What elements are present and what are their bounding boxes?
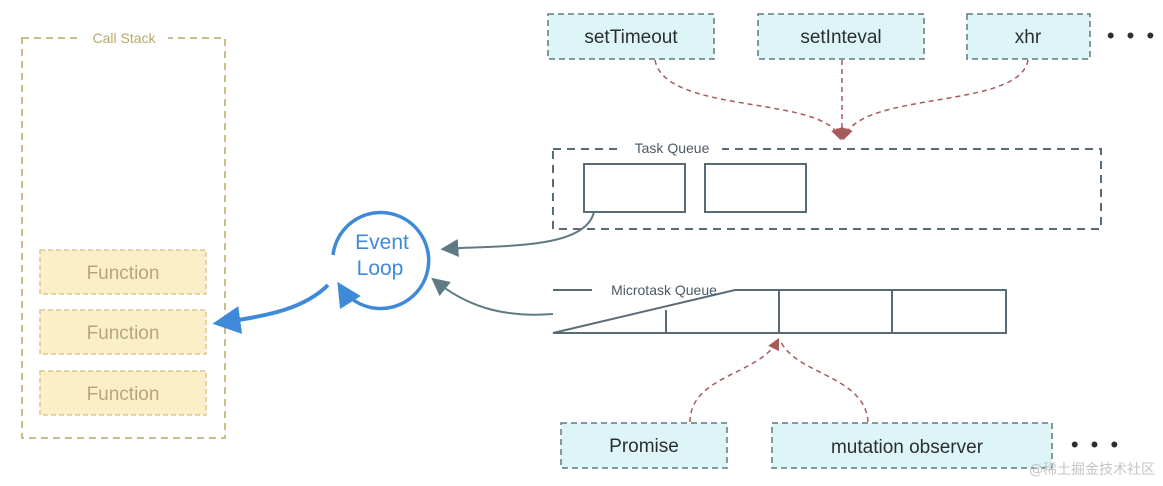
task-queue-slot-1 bbox=[583, 163, 686, 213]
event-loop-label-line2: Loop bbox=[357, 257, 404, 280]
task-queue-label: Task Queue bbox=[635, 140, 710, 156]
microtask-sources: Promise mutation observer • • • bbox=[560, 422, 1121, 469]
event-loop-label-line1: Event bbox=[355, 231, 409, 254]
microtask-queue-label: Microtask Queue bbox=[611, 282, 717, 298]
function-label: Function bbox=[87, 384, 160, 405]
source-setinteval: setInteval bbox=[757, 13, 925, 60]
call-stack-function-3: Function bbox=[39, 370, 207, 416]
microtask-queue-to-event-loop-arrow bbox=[431, 277, 554, 316]
source-label: xhr bbox=[1015, 27, 1042, 48]
task-queue-frame bbox=[552, 148, 1102, 230]
task-source-arrows bbox=[654, 59, 1029, 141]
microtask-queue-frame bbox=[552, 289, 1007, 334]
source-label: setInteval bbox=[800, 27, 881, 48]
task-queue-to-event-loop-arrow bbox=[440, 211, 595, 257]
source-label: Promise bbox=[609, 436, 679, 457]
call-stack-label: Call Stack bbox=[92, 30, 156, 46]
event-loop-to-call-stack-arrow bbox=[212, 283, 330, 334]
task-queue-label-bg bbox=[622, 140, 722, 158]
task-sources-more: • • • bbox=[1107, 23, 1157, 48]
call-stack-label-bg bbox=[80, 29, 168, 47]
microtask-sources-more: • • • bbox=[1071, 432, 1121, 457]
watermark: @稀土掘金技术社区 bbox=[1029, 462, 1155, 478]
task-queue-slot-2 bbox=[704, 163, 807, 213]
call-stack: Call Stack Function Function Function bbox=[21, 29, 226, 439]
source-xhr: xhr bbox=[966, 13, 1091, 60]
source-settimeout: setTimeout bbox=[547, 13, 715, 60]
source-promise: Promise bbox=[560, 422, 728, 469]
call-stack-function-1: Function bbox=[39, 249, 207, 295]
function-label: Function bbox=[87, 263, 160, 284]
source-mutation-observer: mutation observer bbox=[771, 422, 1053, 469]
task-sources: setTimeout setInteval xhr • • • bbox=[547, 13, 1157, 60]
task-queue: Task Queue bbox=[552, 140, 1102, 230]
microtask-source-arrows bbox=[689, 337, 869, 423]
source-label: setTimeout bbox=[584, 27, 678, 48]
microtask-queue: Microtask Queue bbox=[552, 282, 1007, 334]
event-loop: Event Loop bbox=[331, 210, 431, 311]
function-label: Function bbox=[87, 323, 160, 344]
call-stack-function-2: Function bbox=[39, 309, 207, 355]
source-label: mutation observer bbox=[831, 437, 984, 458]
event-loop-cycle-arrow bbox=[331, 210, 431, 311]
